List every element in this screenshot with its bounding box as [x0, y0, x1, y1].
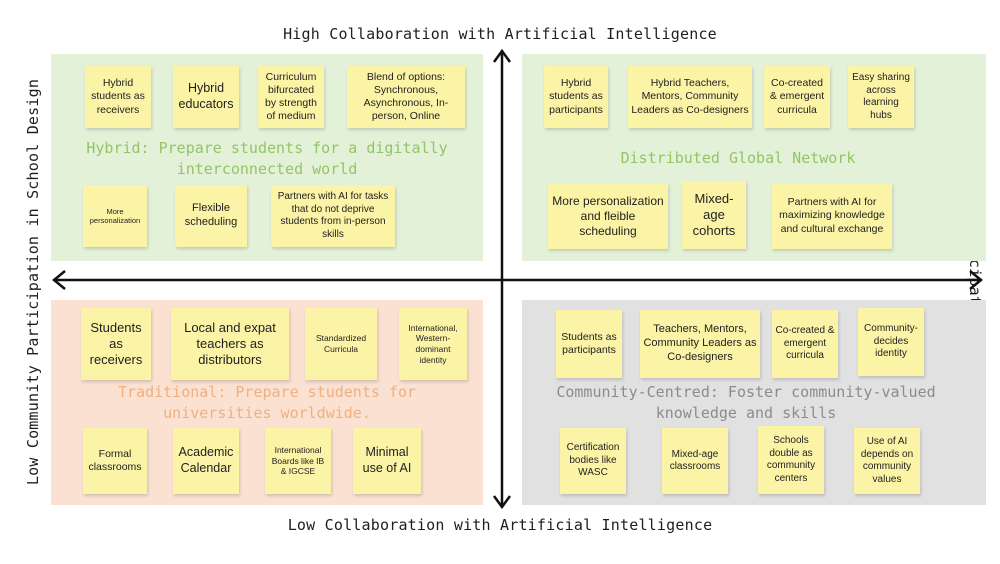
sticky-note: Minimal use of AI: [353, 428, 421, 494]
sticky-note: Schools double as community centers: [758, 426, 824, 494]
sticky-note: International, Western-dominant identity: [399, 308, 467, 380]
sticky-note: Hybrid educators: [173, 66, 239, 128]
sticky-note: Formal classrooms: [83, 428, 147, 494]
sticky-note: Co-created & emergent curricula: [772, 310, 838, 378]
quadrant-traditional: Students as receivers Local and expat te…: [51, 300, 483, 505]
quadrant-community-centred: Students as participants Teachers, Mento…: [522, 300, 986, 505]
sticky-note: Partners with AI for maximizing knowledg…: [772, 183, 892, 249]
quadrant-title: Community-Centred: Foster community-valu…: [556, 383, 936, 422]
sticky-note: Standardized Curricula: [305, 308, 377, 380]
sticky-note: Community-decides identity: [858, 308, 924, 376]
quadrant-distributed-global-network: Hybrid students as participants Hybrid T…: [522, 54, 986, 261]
sticky-note: Hybrid Teachers, Mentors, Community Lead…: [628, 66, 752, 128]
sticky-note: Certification bodies like WASC: [560, 428, 626, 494]
bottom-axis-label: Low Collaboration with Artificial Intell…: [287, 516, 713, 534]
sticky-note: Students as receivers: [81, 308, 151, 380]
top-arrowhead: [492, 48, 512, 63]
left-arrowhead: [52, 270, 66, 290]
sticky-note: More personalization: [83, 185, 147, 247]
sticky-note: Hybrid students as participants: [544, 66, 608, 128]
sticky-note: Mixed-age cohorts: [682, 181, 746, 249]
sticky-note: Local and expat teachers as distributors: [171, 308, 289, 380]
sticky-note: Easy sharing across learning hubs: [848, 66, 914, 128]
sticky-note: Flexible scheduling: [175, 185, 247, 247]
sticky-note: International Boards like IB & IGCSE: [265, 428, 331, 494]
quadrant-hybrid: Hybrid students as receivers Hybrid educ…: [51, 54, 483, 261]
sticky-note: Mixed-age classrooms: [662, 428, 728, 494]
top-axis-label: High Collaboration with Artificial Intel…: [283, 25, 717, 43]
sticky-note: Co-created & emergent curricula: [764, 66, 830, 128]
quadrant-title: Hybrid: Prepare students for a digitally…: [86, 139, 448, 178]
bottom-arrowhead: [492, 495, 512, 510]
sticky-note: Teachers, Mentors, Community Leaders as …: [640, 310, 760, 378]
sticky-note: More personalization and fleible schedul…: [548, 183, 668, 249]
right-arrowhead: [969, 270, 983, 290]
quadrant-title: Distributed Global Network: [620, 149, 856, 167]
quadrant-title: Traditional: Prepare students for univer…: [117, 383, 416, 422]
sticky-note: Students as participants: [556, 310, 622, 378]
sticky-note: Hybrid students as receivers: [85, 66, 151, 128]
sticky-note: Blend of options: Synchronous, Asynchron…: [347, 66, 465, 128]
sticky-note: Use of AI depends on community values: [854, 428, 920, 494]
sticky-note: Partners with AI for tasks that do not d…: [271, 185, 395, 247]
sticky-note: Academic Calendar: [173, 428, 239, 494]
sticky-note: Curriculum bifurcated by strength of med…: [258, 66, 324, 128]
